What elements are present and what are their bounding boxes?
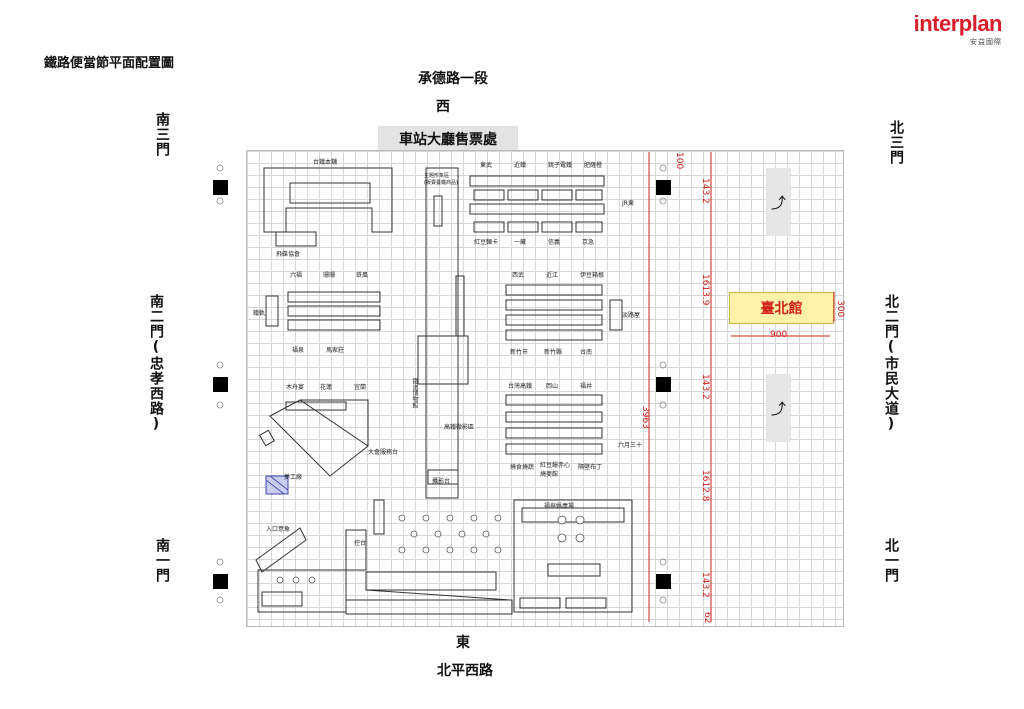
logo-subtitle: 安益國際 (970, 38, 1002, 46)
booth-label: 岡山 (546, 383, 559, 390)
gate-label-north3: 北三門 (888, 120, 904, 165)
booth-label: 木舟宴 (286, 384, 305, 391)
booth-label: 台鐵本舖 (313, 159, 338, 166)
booth-label: 近鐵 (514, 162, 527, 169)
booth-label: 銚子電鐵 (548, 162, 573, 169)
booth-label: 台灣高鐵 (508, 383, 533, 390)
booth-label: 飛碟協會 (276, 251, 301, 258)
booth-label: 台南 (580, 349, 593, 356)
booth-label: 高鐵微影區 (444, 424, 475, 431)
page-title: 鐵路便當節平面配置圖 (44, 56, 175, 71)
booth-label: 珊珊 (323, 272, 336, 279)
hatched-area (265, 475, 289, 495)
ticket-office: 車站大廳售票處 (378, 126, 518, 152)
taipei-hall: 臺北館 (729, 292, 834, 324)
booth-label: 入口意象 (266, 526, 291, 533)
column-markers (216, 164, 667, 604)
booth-label: 宜蘭 (354, 384, 367, 391)
taipei-hall-width: 900 (770, 330, 788, 340)
booth-label: 鉄風 (356, 272, 369, 279)
booth-label: 大會服務台 (368, 449, 399, 456)
escalator-icon: ⤴ (766, 374, 791, 442)
dimension-label: 62 (702, 612, 712, 624)
booth-label: 馬家莊 (326, 347, 345, 354)
taipei-hall-height: 300 (835, 300, 845, 318)
road-beiping-west: 北平西路 (437, 663, 493, 679)
gate-marker-north2 (656, 377, 671, 392)
gate-label-south3: 南三門 (154, 112, 170, 157)
booth-label: 肥薩橙 (584, 162, 603, 169)
gate-marker-north3 (656, 180, 671, 195)
booth-label: 新竹市 (510, 349, 529, 356)
gate-label-north1: 北一門 (883, 538, 899, 583)
booth-label: 信義 (548, 239, 561, 246)
booth-label: 新竹縣 (544, 349, 563, 356)
booth-label: 福與媽廣場 (544, 503, 575, 510)
booth-label: 福泉 (292, 347, 305, 354)
booth-label: 京急 (582, 239, 595, 246)
booth-label: 東武 (480, 162, 493, 169)
gate-marker-north1 (656, 574, 671, 589)
booth-label: 紅豆饅赤心 燒麥館 (540, 462, 571, 478)
gate-label-south2: 南二門(忠孝西路) (148, 294, 164, 433)
booth-label: 紅豆麵卡 (474, 239, 499, 246)
booth-label: 夢工廠 (284, 474, 303, 481)
gate-marker-south2 (213, 377, 228, 392)
booth-label: 福井 (580, 383, 593, 390)
table-circles (276, 514, 585, 584)
booth-label: 花蓮 (320, 384, 333, 391)
booth-label: 近江 (546, 272, 559, 279)
booth-label: 六福 (290, 272, 303, 279)
dimension-label: 3963 (640, 406, 650, 429)
taipei-hall-label: 臺北館 (760, 301, 803, 317)
interplan-logo: interplan 安益國際 (913, 11, 1003, 47)
booth-label: 六月三十 (618, 442, 643, 449)
direction-east: 東 (456, 635, 470, 651)
dimension-label: 143.2 (700, 374, 710, 400)
booth-label: 淡路屋 (622, 312, 641, 319)
dimension-label: 1613.9 (700, 274, 710, 306)
gate-marker-south3 (213, 180, 228, 195)
booth-label: 伊豆箱根 (580, 272, 605, 279)
booth-label: 鐵道博物館 (411, 378, 418, 408)
logo-wordmark: interplan (913, 11, 1003, 36)
booth-label: 隔壁布丁 (578, 464, 603, 471)
dimension-label: 143.2 (700, 178, 710, 204)
gate-marker-south1 (213, 574, 228, 589)
booth-label: 燒食燒蔬 (510, 464, 535, 471)
booth-label: JR東 (622, 200, 634, 207)
gate-label-north2: 北二門(市民大道) (883, 294, 899, 433)
dimension-label: 143.2 (700, 572, 710, 598)
dimension-label: 100 (674, 152, 684, 170)
booth-label: 一藏 (514, 239, 527, 246)
dimension-lines (648, 152, 835, 622)
road-chengde: 承德路一段 (418, 71, 488, 87)
booth-outlines (255, 167, 633, 615)
booth-label: 攝影台 (432, 478, 451, 485)
booth-label: 西武 (512, 272, 525, 279)
booth-label: 控台 (354, 540, 367, 547)
direction-west: 西 (436, 99, 450, 115)
gate-label-south1: 南一門 (154, 538, 170, 583)
escalator-icon: ⤴ (766, 168, 791, 236)
booth-label: 鐵軌 (253, 310, 266, 317)
dimension-label: 1612.8 (700, 470, 710, 502)
booth-label: 主題形象區 (販賣臺鐵商品) (424, 173, 458, 186)
